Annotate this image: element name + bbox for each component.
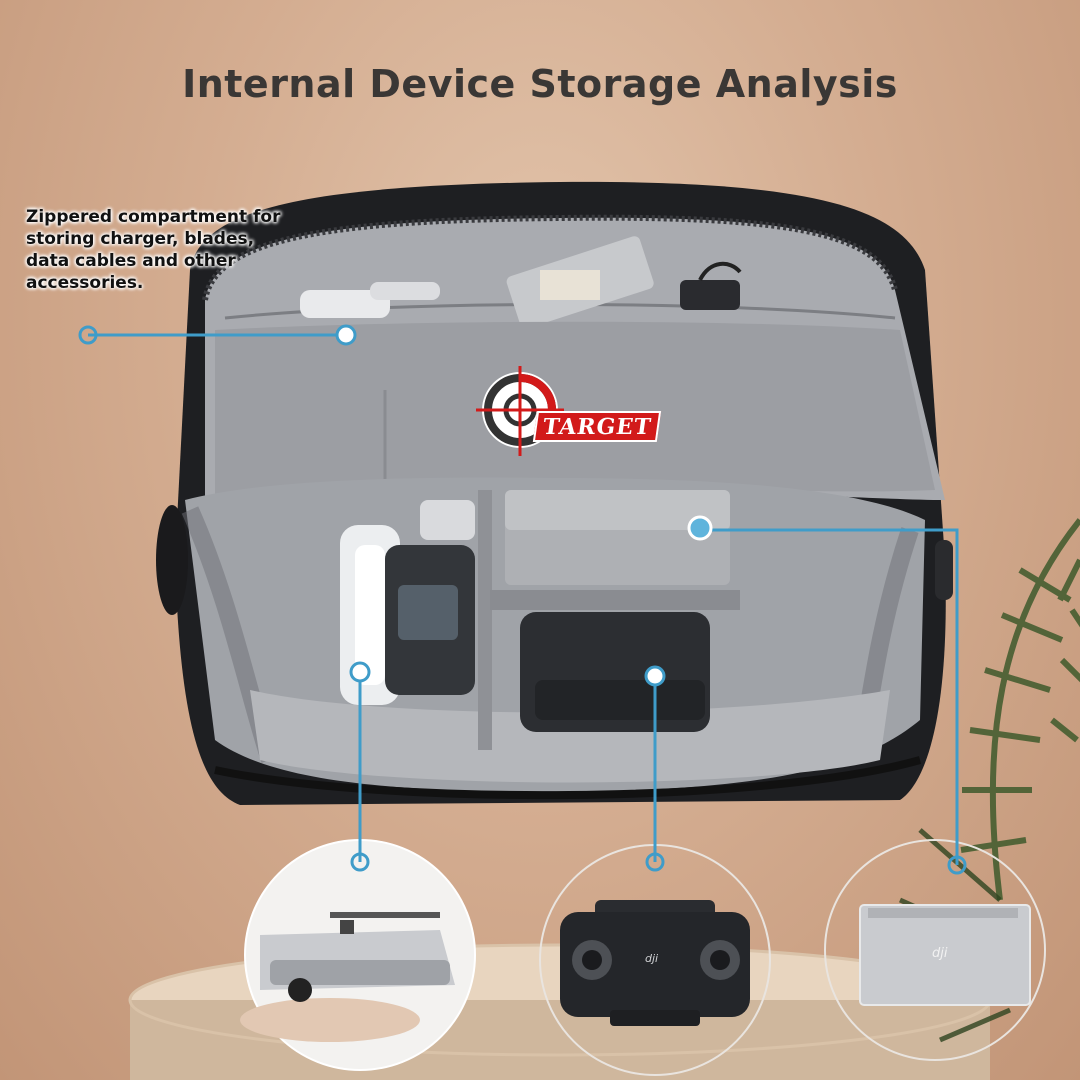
callout-lines bbox=[88, 333, 959, 865]
callout-dots bbox=[78, 324, 967, 875]
palm-leaves bbox=[960, 518, 1080, 901]
accessories bbox=[300, 236, 742, 329]
battery-hub-product-circle bbox=[824, 839, 1046, 1061]
page-title: Internal Device Storage Analysis bbox=[182, 62, 898, 106]
zippered-compartment-callout: Zippered compartment for storing charger… bbox=[26, 207, 281, 293]
remote-in-bag bbox=[520, 612, 710, 732]
hub-brand-label: dji bbox=[932, 946, 948, 961]
remote-brand-label: dji bbox=[645, 952, 659, 965]
target-logo-text: TARGET bbox=[532, 411, 662, 442]
accessory-pocket bbox=[215, 321, 935, 500]
drone-product-circle bbox=[240, 839, 476, 1071]
drone-in-bag bbox=[340, 500, 475, 705]
callout-dot-start bbox=[78, 325, 98, 345]
remote-product-circle bbox=[539, 844, 771, 1076]
battery-hub-in-bag bbox=[505, 490, 730, 585]
